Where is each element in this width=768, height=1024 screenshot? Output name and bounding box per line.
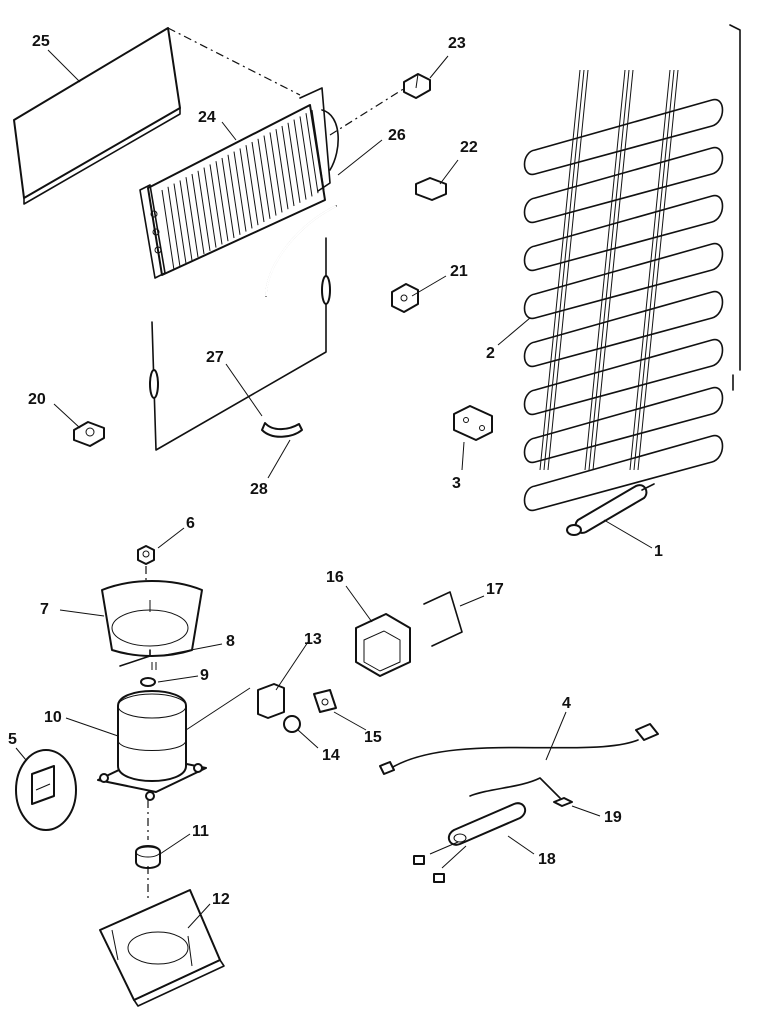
part-19-strap xyxy=(469,777,573,807)
part-26-tube xyxy=(265,205,337,297)
part-25-panel xyxy=(13,27,301,205)
callout-1: 1 xyxy=(654,543,663,560)
callout-2: 2 xyxy=(486,345,495,362)
callout-25: 25 xyxy=(32,33,50,50)
callout-16: 16 xyxy=(326,569,344,586)
callout-7: 7 xyxy=(40,601,49,618)
callout-9: 9 xyxy=(200,667,209,684)
callout-8: 8 xyxy=(226,633,235,650)
part-15-clip xyxy=(313,689,337,713)
callout-17: 17 xyxy=(486,581,504,598)
part-23-clip xyxy=(329,73,431,136)
part-21-clip xyxy=(391,283,419,313)
leader-lines xyxy=(15,49,653,929)
part-18-capacitor xyxy=(413,802,527,883)
part-16-cover xyxy=(355,613,411,677)
callout-27: 27 xyxy=(206,349,224,366)
part-20-clip xyxy=(73,421,105,447)
part-22-clip xyxy=(415,177,447,201)
callout-10: 10 xyxy=(44,709,62,726)
part-7-tray xyxy=(101,580,203,657)
callout-14: 14 xyxy=(322,747,340,764)
part-13-relay xyxy=(257,683,285,719)
part-17-bail xyxy=(423,591,463,647)
part-8-clip xyxy=(119,649,157,670)
callout-18: 18 xyxy=(538,851,556,868)
callouts: 25 24 26 23 22 21 2 27 28 20 3 1 6 7 8 9… xyxy=(8,33,663,908)
part-1-drier xyxy=(566,483,655,536)
part-6-nut xyxy=(137,545,155,600)
callout-6: 6 xyxy=(186,515,195,532)
part-5-plate xyxy=(15,749,77,831)
callout-15: 15 xyxy=(364,729,382,746)
callout-22: 22 xyxy=(460,139,478,156)
part-11-grommet xyxy=(135,800,161,900)
callout-5: 5 xyxy=(8,731,17,748)
part-4-cord xyxy=(379,723,659,775)
part-2-coil-condenser xyxy=(523,24,741,511)
callout-12: 12 xyxy=(212,891,230,908)
callout-3: 3 xyxy=(452,475,461,492)
callout-19: 19 xyxy=(604,809,622,826)
callout-11: 11 xyxy=(192,823,209,840)
part-28-clip xyxy=(261,422,303,438)
callout-26: 26 xyxy=(388,127,406,144)
callout-23: 23 xyxy=(448,35,466,52)
callout-4: 4 xyxy=(562,695,571,712)
part-3-bracket xyxy=(453,405,493,441)
part-9-washer xyxy=(140,677,156,687)
callout-20: 20 xyxy=(28,391,46,408)
part-24-condenser xyxy=(139,87,339,279)
part-12-base xyxy=(99,889,225,1007)
callout-13: 13 xyxy=(304,631,322,648)
part-14-overload xyxy=(283,715,301,733)
callout-21: 21 xyxy=(450,263,468,280)
part-10-compressor xyxy=(97,687,251,801)
part-27-wire xyxy=(149,237,331,451)
callout-24: 24 xyxy=(198,109,216,126)
callout-28: 28 xyxy=(250,481,268,498)
